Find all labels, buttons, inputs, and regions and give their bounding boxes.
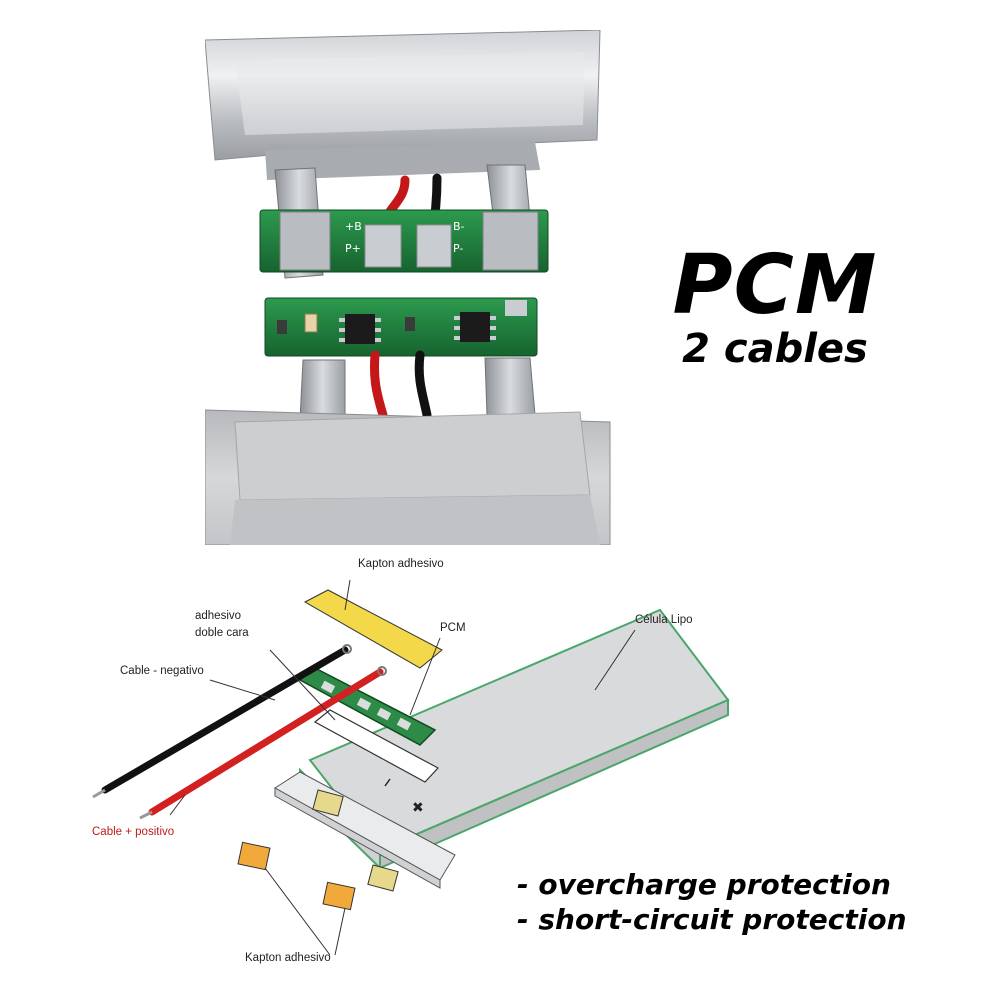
title-block: PCM 2 cables (640, 238, 910, 372)
top-cell-pouch (204, 29, 601, 180)
label-kapton-top: Kapton adhesivo (358, 558, 444, 570)
double-sided-adhesive (313, 709, 439, 783)
bottom-left-nickel-tab (299, 359, 346, 421)
page-subtitle: 2 cables (682, 326, 868, 372)
cell-tab-right (367, 864, 399, 892)
exploded-assembly-graphic: ✖ (92, 579, 730, 956)
bottom-pcb-board (264, 297, 538, 357)
cell-tab-left (312, 789, 344, 817)
bottom-right-nickel-tab (484, 357, 536, 416)
mosfet-chip-right (460, 312, 490, 342)
exploded-assembly-diagram: ✖ Kapton adhesivo adhesivo doble cara PC… (60, 550, 960, 990)
mosfet-chip-left (345, 314, 375, 344)
label-adhesive-line2: doble cara (195, 627, 249, 639)
assembly-mark (384, 778, 391, 787)
label-adhesive-line1: adhesivo (195, 610, 242, 622)
label-kapton-bottom: Kapton adhesivo (245, 952, 331, 964)
assembly-cross-mark: ✖ (412, 800, 424, 816)
battery-pcm-photo-graphic: +B P+ B- P- (204, 29, 611, 546)
kapton-bottom-left (237, 841, 271, 871)
lipo-cell-drawing (274, 608, 730, 889)
kapton-top-strip (303, 589, 443, 669)
pad-b-plus-label: +B (345, 220, 362, 233)
battery-pcm-photo: +B P+ B- P- (204, 29, 615, 546)
label-lipo-cell: Célula Lipo (635, 614, 693, 626)
bottom-cell-pouch (204, 409, 611, 546)
black-cable (92, 644, 352, 799)
bottom-red-wire (370, 350, 388, 420)
bottom-black-wire (414, 350, 432, 420)
kapton-bottom-right (322, 881, 356, 911)
feature-short-circuit: - short-circuit protection (517, 903, 907, 936)
label-pcm: PCM (440, 622, 466, 634)
page-title: PCM (672, 238, 878, 333)
label-cable-positive: Cable + positivo (92, 826, 175, 838)
pad-b-minus-label: B- (453, 220, 465, 233)
leader-lines (169, 579, 636, 956)
pad-p-plus-label: P+ (345, 242, 361, 255)
feature-overcharge: - overcharge protection (517, 868, 891, 901)
pad-p-minus-label: P- (453, 242, 463, 255)
top-pcb-strip: +B P+ B- P- (259, 209, 549, 273)
label-cable-negative: Cable - negativo (120, 665, 204, 677)
red-cable (139, 666, 387, 820)
